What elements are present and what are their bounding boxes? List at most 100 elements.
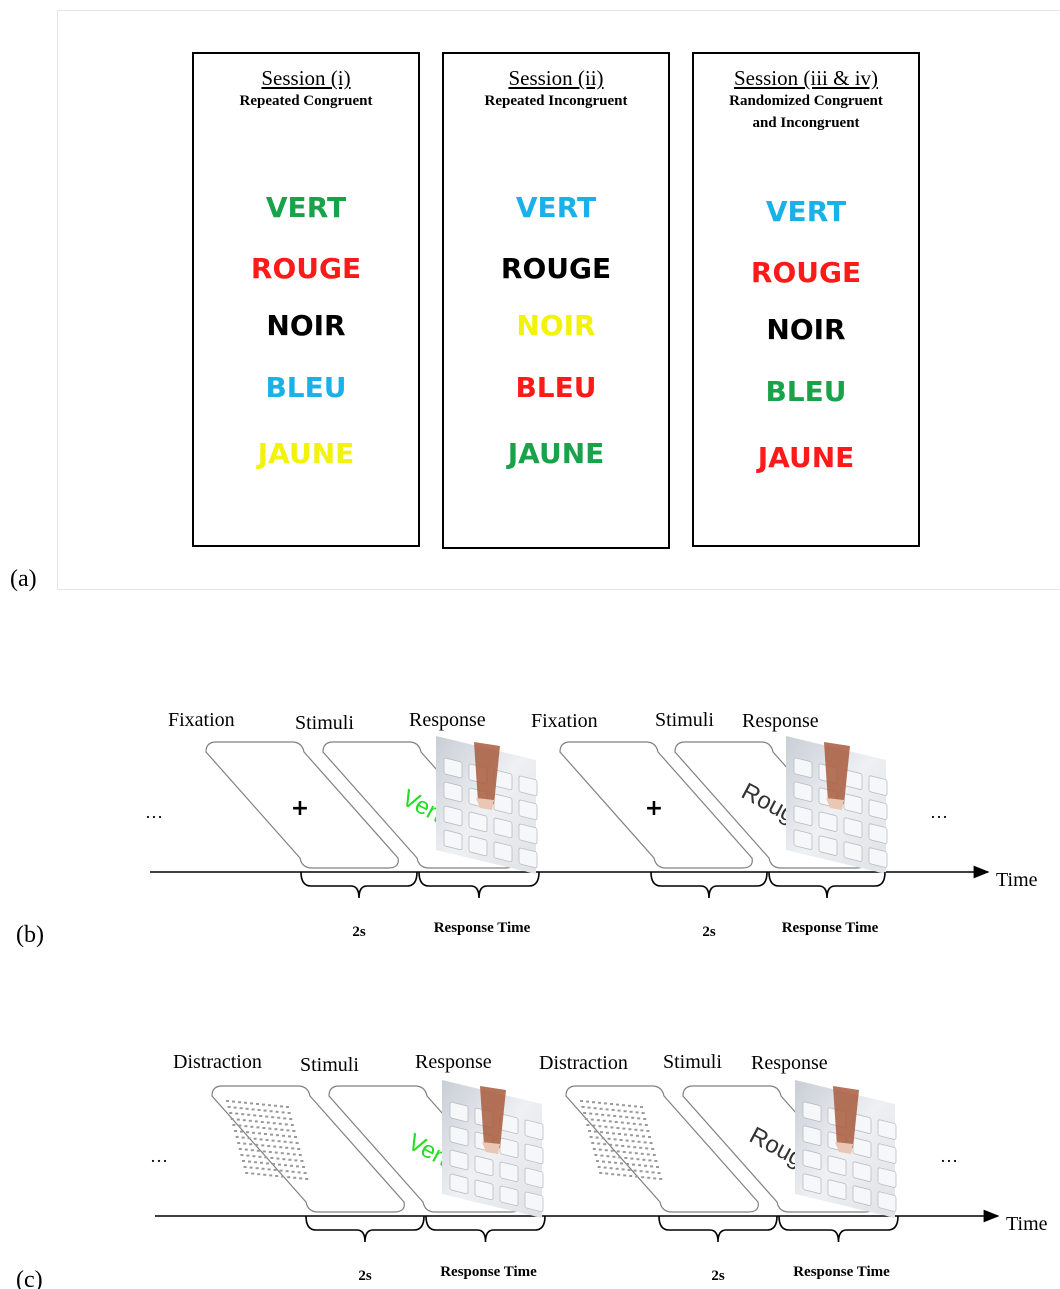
grid-dot xyxy=(632,1163,635,1166)
grid-dot xyxy=(256,1103,259,1105)
keyboard-image xyxy=(795,1080,897,1218)
key-cap xyxy=(493,841,513,863)
grid-dot xyxy=(606,1131,609,1134)
key-cap xyxy=(449,1101,469,1123)
key-cap xyxy=(868,799,888,820)
grid-dot xyxy=(279,1146,283,1149)
duration-label: 2s xyxy=(711,1268,725,1284)
grid-dot xyxy=(245,1107,249,1110)
key-cap xyxy=(493,817,513,839)
key-cap xyxy=(449,1149,469,1171)
grid-dot xyxy=(246,1131,249,1134)
grid-dot xyxy=(247,1113,251,1116)
grid-dot xyxy=(644,1164,647,1167)
grid-dot xyxy=(651,1148,655,1150)
grid-dot xyxy=(642,1158,646,1161)
keyboard-image xyxy=(786,736,888,874)
key-cap xyxy=(474,1155,494,1177)
grid-dot xyxy=(287,1112,291,1114)
grid-dot xyxy=(605,1108,609,1111)
grid-dot xyxy=(288,1135,291,1138)
grid-dot xyxy=(302,1166,305,1168)
dist-card xyxy=(211,1085,405,1213)
key-cap xyxy=(793,805,813,826)
grid-dot xyxy=(659,1178,663,1180)
key-cap xyxy=(802,1101,822,1122)
grid-dot xyxy=(273,1145,277,1148)
grid-dot xyxy=(250,1149,254,1152)
grid-dot xyxy=(246,1154,250,1157)
grid-dot xyxy=(263,1173,267,1176)
grid-dot xyxy=(629,1110,633,1113)
grid-dot xyxy=(656,1166,659,1168)
color-word-jaune: JAUNE xyxy=(507,437,605,470)
grid-dot xyxy=(635,1175,639,1178)
grid-dot xyxy=(230,1118,234,1120)
grid-dot xyxy=(257,1109,261,1111)
key-cap xyxy=(877,1167,897,1188)
grid-dot xyxy=(586,1124,590,1126)
grid-dot xyxy=(297,1171,301,1174)
grid-dot xyxy=(610,1103,613,1105)
grid-dot xyxy=(630,1134,633,1137)
color-word-bleu: BLEU xyxy=(765,375,847,408)
grid-dot xyxy=(292,1130,296,1132)
grid-dot xyxy=(622,1104,625,1107)
grid-dot xyxy=(242,1119,246,1122)
grid-dot xyxy=(261,1167,265,1170)
key-cap xyxy=(877,1191,897,1212)
grid-dot xyxy=(648,1159,652,1162)
panel-a-label: (a) xyxy=(10,566,37,592)
grid-dot xyxy=(633,1146,637,1149)
grid-dot xyxy=(256,1149,260,1152)
grid-dot xyxy=(250,1102,253,1105)
fix-card xyxy=(205,741,399,869)
duration-label: 2s xyxy=(358,1268,372,1284)
grid-dot xyxy=(602,1119,606,1122)
grid-dot xyxy=(652,1154,656,1156)
grid-dot xyxy=(588,1130,591,1132)
grid-dot xyxy=(274,1104,277,1107)
finger-shape xyxy=(833,1086,859,1148)
grid-dot xyxy=(233,1106,237,1109)
key-cap xyxy=(518,847,538,869)
grid-dot xyxy=(285,1170,289,1173)
grid-dot xyxy=(641,1176,645,1179)
key-cap xyxy=(802,1149,822,1170)
stage-label: Stimuli xyxy=(295,712,354,734)
grid-dot xyxy=(627,1145,631,1148)
grid-dot xyxy=(643,1118,647,1120)
grid-dot xyxy=(625,1116,629,1119)
grid-dot xyxy=(640,1106,643,1108)
grid-dot xyxy=(298,1154,302,1156)
grid-dot xyxy=(617,1173,621,1176)
grid-dot xyxy=(631,1140,635,1143)
grid-dot xyxy=(294,1136,297,1138)
grid-dot xyxy=(646,1130,650,1132)
grid-dot xyxy=(272,1122,276,1125)
grid-dot xyxy=(626,1163,629,1165)
grid-dot xyxy=(235,1112,239,1115)
grid-dot xyxy=(249,1166,253,1169)
grid-dot xyxy=(589,1136,593,1138)
finger-shape xyxy=(474,742,500,804)
grid-dot xyxy=(593,1107,597,1110)
grid-dot xyxy=(638,1164,641,1167)
fingertip-shape xyxy=(482,1142,500,1154)
color-word-vert: VERT xyxy=(765,195,847,228)
grid-dot xyxy=(289,1141,293,1144)
grid-dot xyxy=(279,1169,283,1172)
key-cap xyxy=(443,781,463,803)
grid-dot xyxy=(610,1126,614,1129)
grid-dot xyxy=(645,1170,649,1173)
grid-dot xyxy=(613,1138,617,1141)
finger-shape xyxy=(480,1086,506,1148)
grid-dot xyxy=(614,1161,617,1164)
key-cap xyxy=(524,1191,544,1213)
grid-dot xyxy=(619,1139,623,1141)
grid-dot xyxy=(239,1107,243,1110)
response-time-label: Response Time xyxy=(793,1264,890,1280)
grid-dot xyxy=(291,1147,295,1150)
key-cap xyxy=(843,817,863,838)
